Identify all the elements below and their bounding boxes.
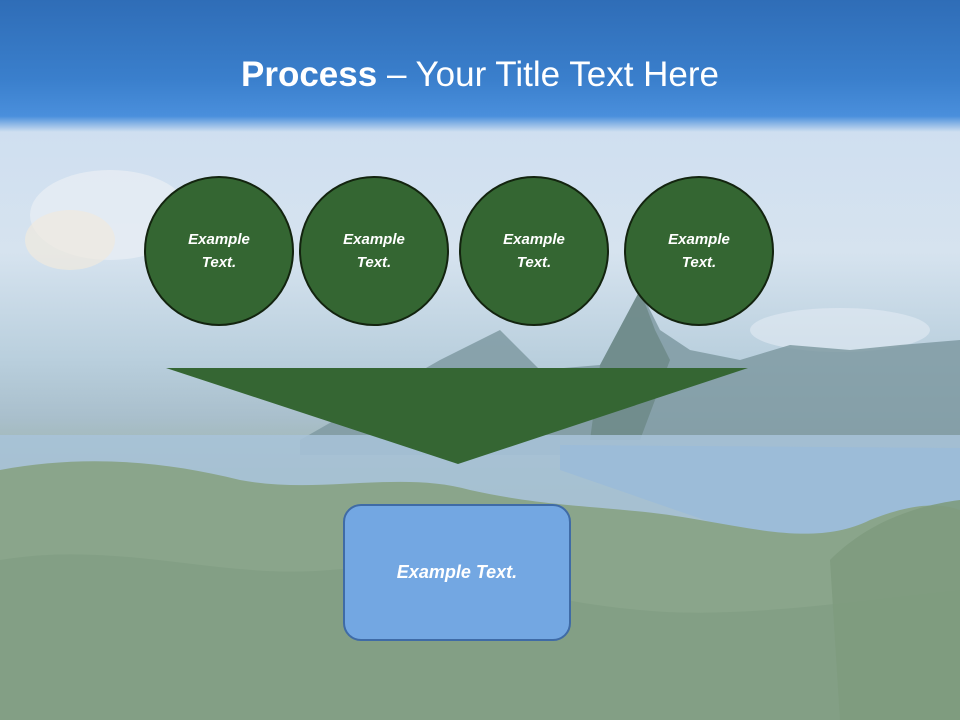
slide-title: Process – Your Title Text Here xyxy=(0,50,960,100)
process-step-4: Example Text. xyxy=(624,176,774,326)
process-step-1: Example Text. xyxy=(144,176,294,326)
process-step-2: Example Text. xyxy=(299,176,449,326)
process-step-4-label: Example Text. xyxy=(668,231,730,271)
result-label: Example Text. xyxy=(396,562,518,582)
result-box: Example Text. xyxy=(343,504,571,641)
process-step-1-label: Example Text. xyxy=(188,231,250,271)
title-band xyxy=(0,0,960,132)
process-step-2-label: Example Text. xyxy=(343,231,405,271)
title-bold: Process xyxy=(241,55,378,94)
process-step-3: Example Text. xyxy=(459,176,609,326)
title-rest: – Your Title Text Here xyxy=(377,55,719,94)
process-step-3-label: Example Text. xyxy=(503,231,565,271)
